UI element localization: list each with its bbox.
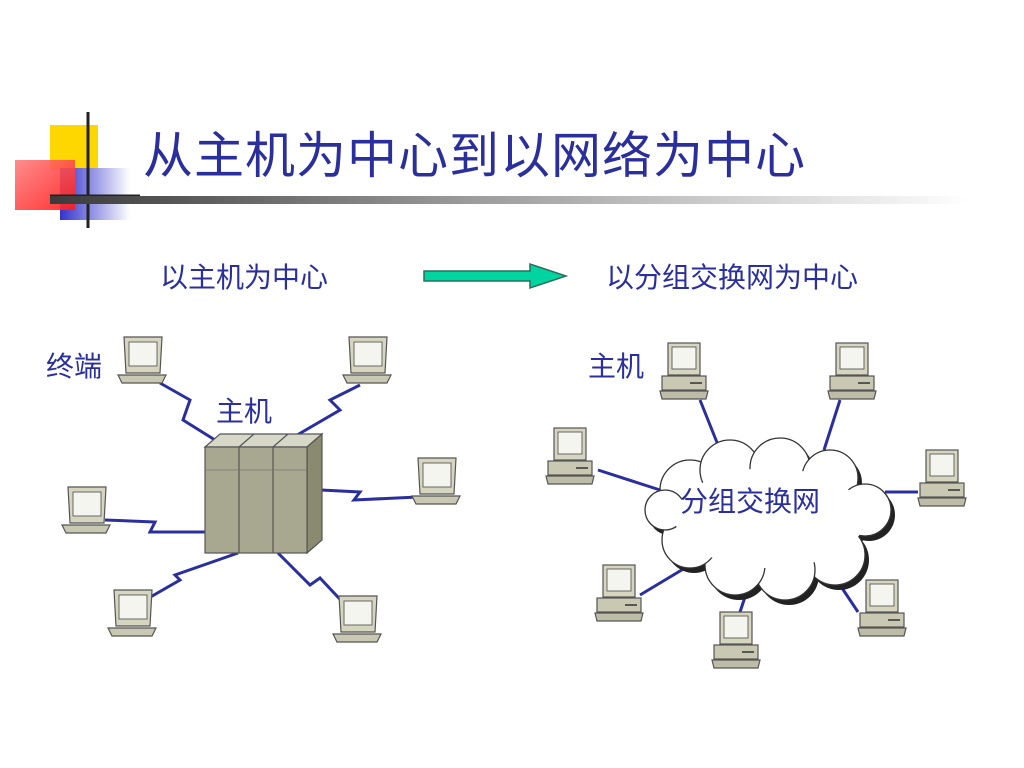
desktop-computer-icon <box>711 611 761 669</box>
arrow-icon <box>423 262 569 290</box>
crt-terminal-icon <box>117 336 167 384</box>
desktop-computer-icon <box>594 564 644 622</box>
network-cloud-icon <box>644 437 895 605</box>
desktop-computer-icon <box>917 449 967 507</box>
terminal-label: 终端 <box>46 350 103 383</box>
desktop-computer-icon <box>857 579 907 637</box>
host-label-right: 主机 <box>588 350 645 383</box>
crt-terminal-icon <box>61 486 111 534</box>
page-title: 从主机为中心到以网络为中心 <box>143 127 806 185</box>
crt-terminal-icon <box>342 336 392 384</box>
left-links <box>104 381 419 612</box>
mainframe-icon <box>203 432 324 555</box>
title-underline <box>50 196 970 204</box>
host-label-left: 主机 <box>216 395 273 428</box>
desktop-computer-icon <box>545 427 595 485</box>
crt-terminal-icon <box>107 589 157 637</box>
right-heading: 以分组交换网为中心 <box>606 261 859 294</box>
crt-terminal-icon <box>411 457 461 505</box>
desktop-computer-icon <box>659 342 709 400</box>
desktop-computer-icon <box>827 342 877 400</box>
crt-terminal-icon <box>332 595 382 643</box>
cloud-label: 分组交换网 <box>680 485 821 518</box>
left-heading: 以主机为中心 <box>160 261 329 294</box>
